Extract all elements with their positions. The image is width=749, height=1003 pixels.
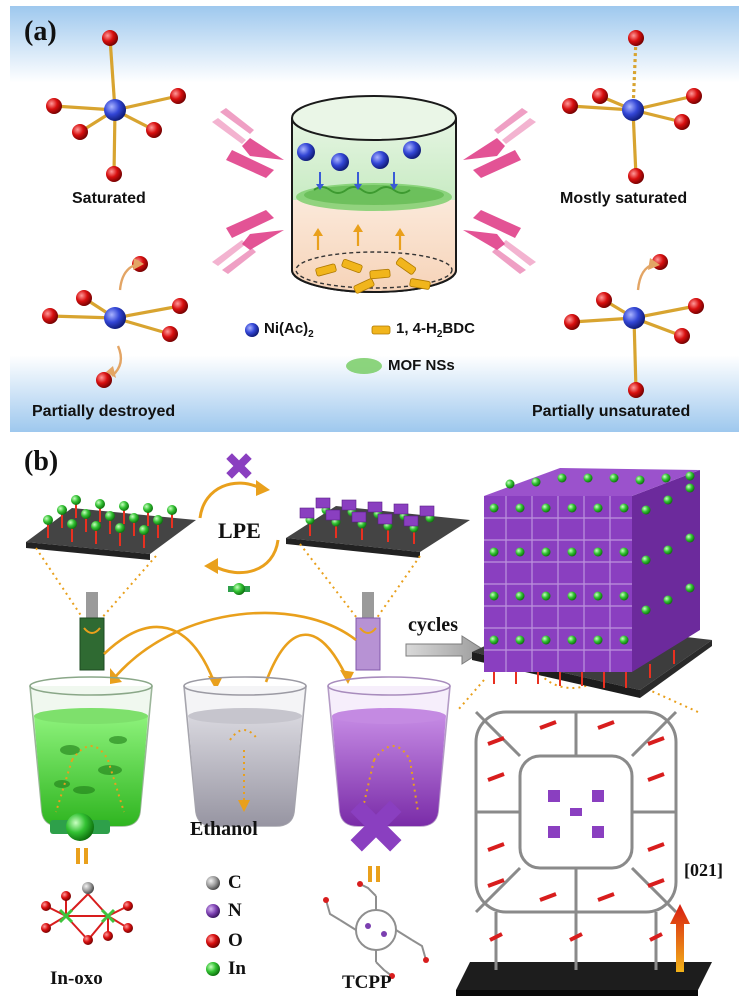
- in-oxo-label: In-oxo: [50, 968, 103, 989]
- beaker-zoom-guides: [55, 729, 419, 813]
- nickel-legend-icon: [245, 323, 259, 337]
- green-substrate-holder: [79, 592, 105, 671]
- purple-substrate-holder: [355, 592, 381, 671]
- atom-legend-c: C: [228, 872, 242, 893]
- saturated-label: Saturated: [72, 190, 146, 207]
- linker-legend-icon: [371, 325, 391, 335]
- cycles-label: cycles: [408, 614, 458, 636]
- crystal-structure: [456, 710, 712, 996]
- mof-cube: [472, 468, 712, 698]
- transfer-arrowheads: [110, 668, 354, 690]
- green-beaker: [29, 676, 153, 827]
- mostly-saturated-label: Mostly saturated: [560, 190, 688, 207]
- in-oxo-node: [50, 813, 110, 841]
- panel-b-label: (b): [24, 446, 59, 477]
- mof-legend-label: MOF NSs: [388, 357, 455, 374]
- in-oxo-node-icon: [228, 583, 250, 595]
- partially-destroyed-molecule: [42, 256, 188, 388]
- nickel-legend-label: Ni(Ac)2: [264, 320, 314, 340]
- saturated-molecule: [46, 30, 186, 182]
- partially-destroyed-label: Partially destroyed: [32, 403, 176, 420]
- direction-label: [021]: [684, 860, 723, 880]
- transfer-arrows: [103, 611, 357, 683]
- partially-unsaturated-molecule: [564, 254, 704, 398]
- in-oxo-film: [26, 495, 196, 560]
- up-arrows: [313, 224, 405, 250]
- down-arrows: [316, 172, 398, 190]
- atom-legend-in: In: [228, 958, 246, 979]
- partially-unsaturated-label: Partially unsaturated: [532, 403, 691, 420]
- atom-legend-n: N: [228, 900, 242, 921]
- mof-legend-icon: [346, 358, 382, 374]
- ni-ions: [297, 141, 421, 171]
- atom-legend-icons: [206, 876, 220, 976]
- lpe-cycle: [198, 453, 280, 595]
- in-oxo-structure: [41, 882, 133, 945]
- mostly-saturated-molecule: [562, 30, 702, 184]
- tcpp-structure: [323, 881, 429, 979]
- direction-arrow: [670, 904, 690, 972]
- tcpp-beaker: [327, 676, 451, 827]
- mof-cylinder: [291, 95, 457, 294]
- tcpp-film: [286, 497, 470, 558]
- tcpp-label: TCPP: [342, 972, 392, 993]
- panel-a-label: (a): [24, 16, 57, 47]
- ethanol-arrowhead: [238, 800, 250, 812]
- chevron-arrows: [212, 108, 536, 274]
- linker-legend-label: 1, 4-H2BDC: [396, 320, 475, 340]
- equals-sign-right: [368, 866, 380, 882]
- linker-molecules: [315, 257, 431, 294]
- lpe-label: LPE: [218, 518, 261, 543]
- equals-sign-left: [76, 848, 88, 864]
- ethanol-label: Ethanol: [190, 818, 258, 840]
- tcpp-node: [350, 800, 402, 852]
- atom-legend-o: O: [228, 930, 243, 951]
